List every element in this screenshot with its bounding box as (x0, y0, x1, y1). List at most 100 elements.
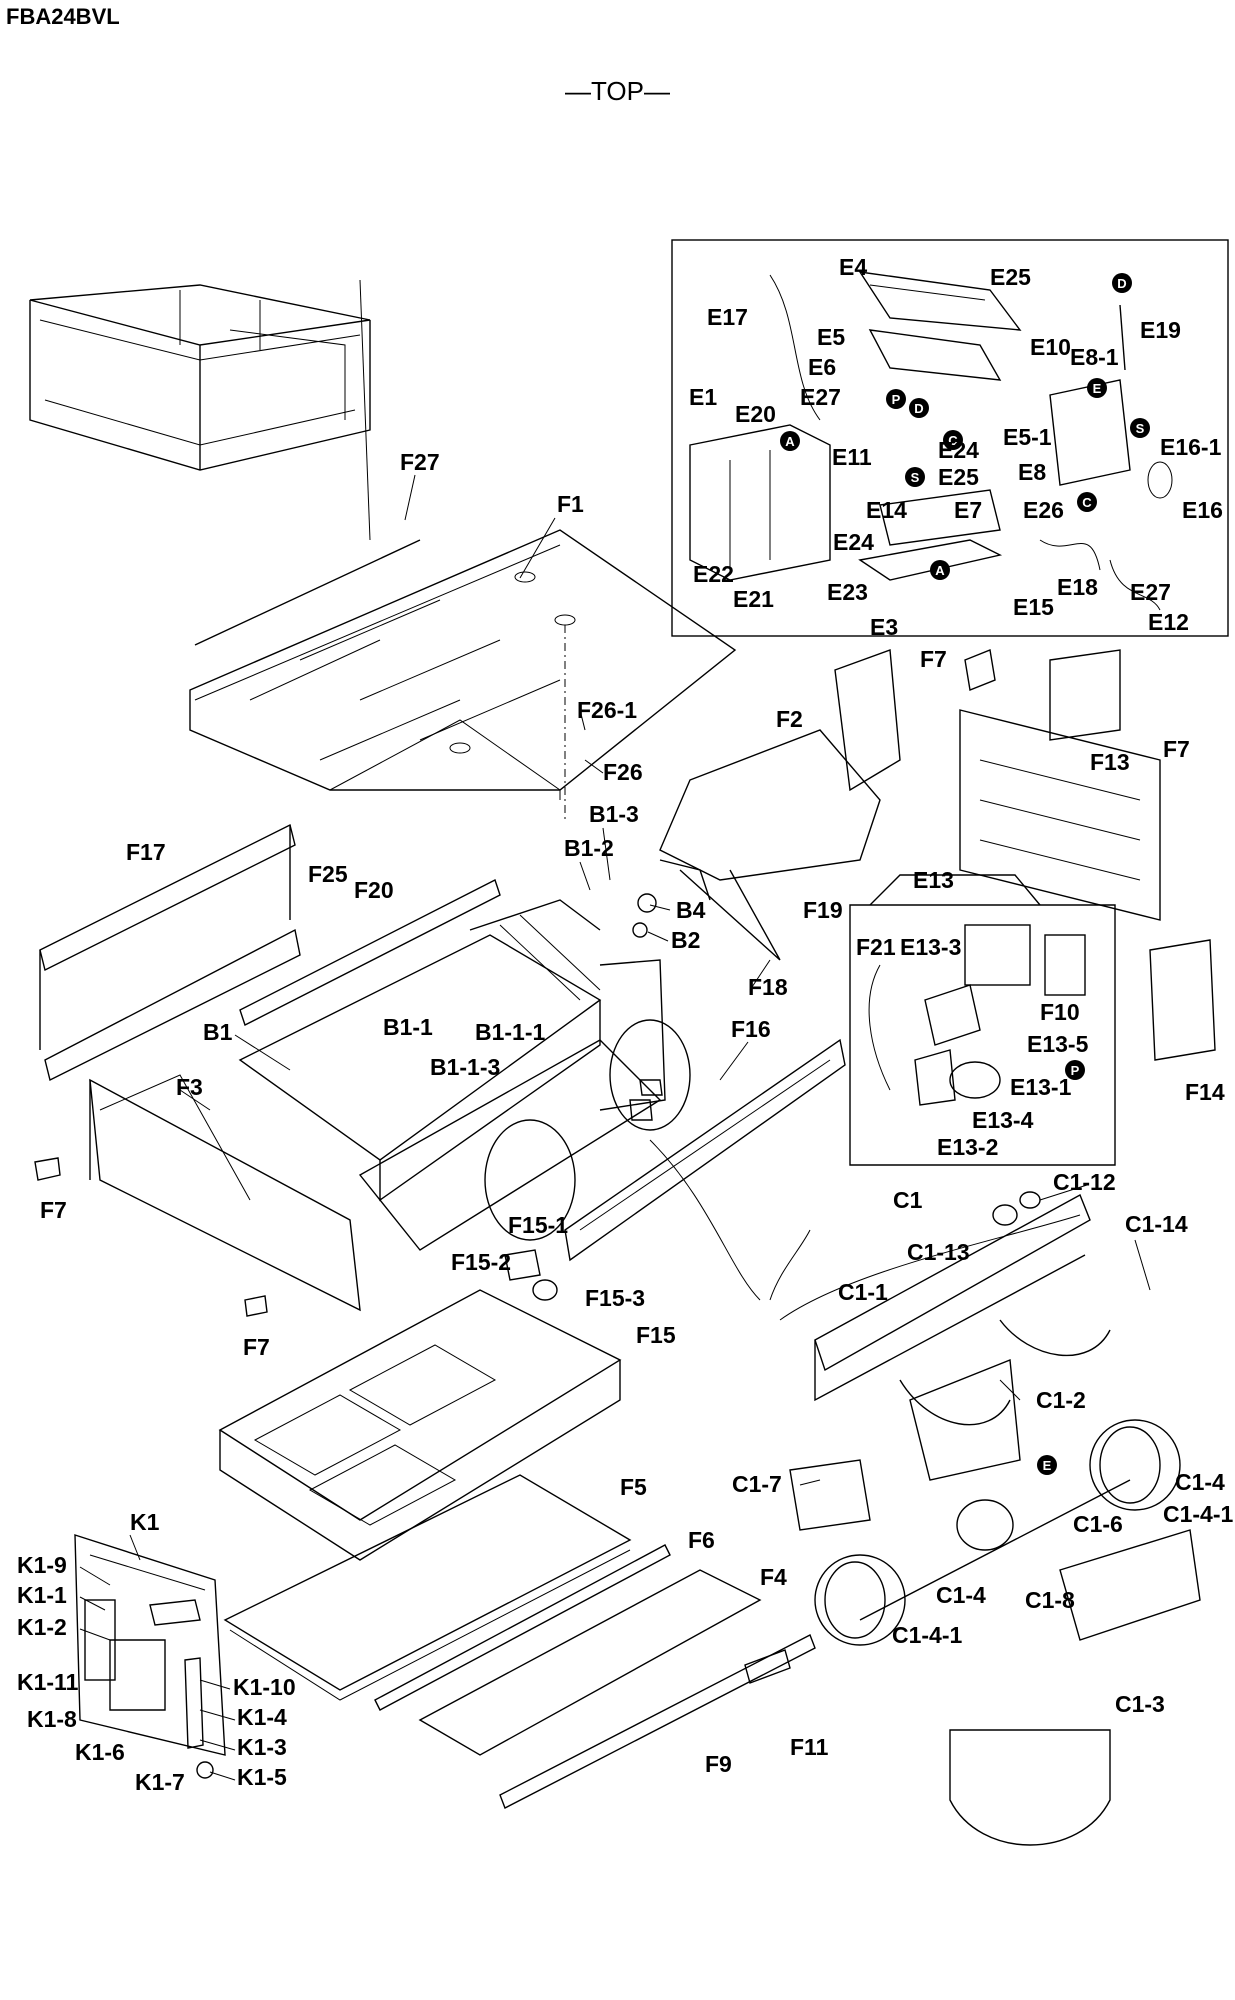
leader-lines (79, 474, 1151, 1781)
label-E21: E21 (733, 586, 774, 612)
label-C1-7: C1-7 (732, 1471, 782, 1497)
label-K1-1: K1-1 (17, 1582, 67, 1608)
label-F19: F19 (803, 897, 843, 923)
label-F13: F13 (1090, 749, 1130, 775)
label-F18: F18 (748, 974, 788, 1000)
marker-s-icon: S (1130, 418, 1150, 438)
label-K1-9: K1-9 (17, 1552, 67, 1578)
fan-housing-c1 (814, 1191, 1111, 1481)
side-panel-f3 (34, 1074, 361, 1317)
label-K1-11: K1-11 (17, 1669, 79, 1695)
rail-f16 (564, 1038, 846, 1301)
label-C1-4: C1-4 (936, 1582, 986, 1608)
label-E25: E25 (938, 464, 979, 490)
label-E27: E27 (1130, 579, 1171, 605)
marker-d-icon: D (909, 398, 929, 418)
label-E1: E1 (689, 384, 717, 410)
svg-text:E: E (1093, 381, 1102, 396)
label-C1-2: C1-2 (1036, 1387, 1086, 1413)
label-E8: E8 (1018, 459, 1046, 485)
label-B1-2: B1-2 (564, 835, 614, 861)
label-C1-6: C1-6 (1073, 1511, 1123, 1537)
label-F21: F21 (856, 934, 896, 960)
marker-a-icon: A (930, 560, 950, 580)
label-C1-3: C1-3 (1115, 1691, 1165, 1717)
label-K1-2: K1-2 (17, 1614, 67, 1640)
label-E24: E24 (833, 529, 874, 555)
label-C1-8: C1-8 (1025, 1587, 1075, 1613)
drain-pump-inset-e13 (849, 874, 1116, 1166)
side-housing-f2-f13 (659, 649, 1216, 1061)
label-E16-1: E16-1 (1160, 434, 1222, 460)
marker-e-icon: E (1037, 1455, 1057, 1475)
label-E13-1: E13-1 (1010, 1074, 1072, 1100)
svg-text:C: C (948, 433, 958, 448)
label-E16: E16 (1182, 497, 1223, 523)
label-E4: E4 (839, 254, 867, 280)
part-labels: F27 F1 F26-1 F26 F17 F25 F20 B1-3 B1-2 B… (17, 254, 1234, 1795)
label-B4: B4 (676, 897, 706, 923)
label-E6: E6 (808, 354, 836, 380)
label-E27: E27 (800, 384, 841, 410)
label-B2: B2 (671, 927, 700, 953)
label-F15-3: F15-3 (585, 1285, 645, 1311)
label-K1-4: K1-4 (237, 1704, 287, 1730)
label-K1-8: K1-8 (27, 1706, 77, 1732)
label-F3: F3 (176, 1074, 203, 1100)
label-C1-12: C1-12 (1053, 1169, 1116, 1195)
svg-text:A: A (935, 563, 945, 578)
label-F5: F5 (620, 1474, 647, 1500)
assembled-unit-view (29, 279, 371, 541)
label-F7: F7 (920, 646, 947, 672)
svg-text:S: S (1136, 421, 1145, 436)
label-E13-5: E13-5 (1027, 1031, 1089, 1057)
marker-e-icon: E (1087, 378, 1107, 398)
label-F9: F9 (705, 1751, 732, 1777)
label-F2: F2 (776, 706, 803, 732)
label-F26-1: F26-1 (577, 697, 637, 723)
label-E3: E3 (870, 614, 898, 640)
label-E17: E17 (707, 304, 748, 330)
label-B1-1-3: B1-1-3 (430, 1054, 500, 1080)
label-C1-4: C1-4 (1175, 1469, 1225, 1495)
label-C1: C1 (893, 1187, 923, 1213)
label-E22: E22 (693, 561, 734, 587)
side-rail-f17-f25 (39, 823, 501, 1082)
label-F1: F1 (557, 491, 584, 517)
svg-text:D: D (1117, 276, 1126, 291)
label-F7: F7 (243, 1334, 270, 1360)
top-panel-f1 (189, 529, 737, 820)
label-C1-14: C1-14 (1125, 1211, 1188, 1237)
svg-text:A: A (785, 434, 795, 449)
label-K1-7: K1-7 (135, 1769, 185, 1795)
label-F25: F25 (308, 861, 348, 887)
label-F7: F7 (40, 1197, 67, 1223)
label-C1-1: C1-1 (838, 1279, 888, 1305)
label-E8-1: E8-1 (1070, 344, 1119, 370)
marker-d-icon: D (1112, 273, 1132, 293)
label-E11: E11 (832, 444, 872, 470)
label-E13-4: E13-4 (972, 1107, 1034, 1133)
svg-text:P: P (1071, 1063, 1080, 1078)
svg-text:E: E (1043, 1458, 1052, 1473)
label-E24: E24 (938, 437, 979, 463)
label-E20: E20 (735, 401, 776, 427)
svg-text:C: C (1082, 495, 1092, 510)
label-E13-2: E13-2 (937, 1134, 998, 1160)
label-B1-1-1: B1-1-1 (475, 1019, 546, 1045)
label-E13: E13 (913, 867, 954, 893)
marker-s-icon: S (905, 467, 925, 487)
label-E25: E25 (990, 264, 1031, 290)
label-E19: E19 (1140, 317, 1181, 343)
label-E5: E5 (817, 324, 845, 350)
control-box-k1 (74, 1534, 226, 1779)
label-F20: F20 (354, 877, 394, 903)
drain-pan-f15 (218, 1249, 622, 1561)
label-E5-1: E5-1 (1003, 424, 1052, 450)
label-K1-3: K1-3 (237, 1734, 287, 1760)
label-F27: F27 (400, 449, 440, 475)
label-K1: K1 (130, 1509, 160, 1535)
label-K1-5: K1-5 (237, 1764, 287, 1790)
label-E13-3: E13-3 (900, 934, 961, 960)
label-F4: F4 (760, 1564, 787, 1590)
